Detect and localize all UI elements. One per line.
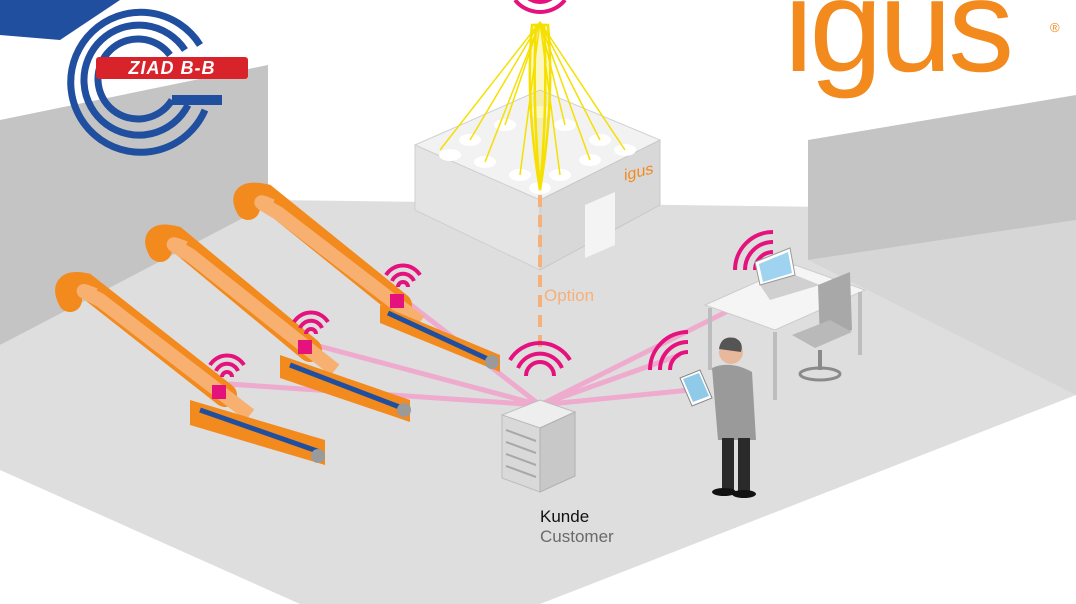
office-chair-icon (792, 272, 852, 382)
wifi-signal-icon (733, 230, 774, 271)
wifi-signal-icon (208, 353, 246, 378)
wifi-signals (208, 0, 774, 378)
ziad-wing (0, 0, 120, 40)
link-person (539, 352, 681, 408)
ziad-logo-text: ZIAD B-B (128, 58, 216, 78)
tablet-icon (679, 369, 713, 407)
laptop-icon (754, 247, 820, 300)
energy-chain-2 (145, 224, 411, 422)
option-label: Option (544, 286, 595, 305)
wifi-signal-icon (384, 263, 422, 288)
server-rack-icon (500, 399, 577, 493)
customer-label: Customer (540, 527, 614, 546)
wifi-signal-icon (508, 341, 572, 377)
link-chain-2 (314, 342, 541, 408)
igus-logo: igus (784, 0, 1014, 99)
energy-chains (55, 182, 500, 465)
ziad-red-band (96, 57, 248, 79)
igus-registered-mark: ® (1050, 20, 1060, 35)
wifi-signal-icon (648, 330, 689, 371)
ziad-logo (0, 0, 248, 156)
wifi-signal-icon (292, 310, 330, 335)
wifi-signal-icon (513, 0, 567, 14)
right-wall (808, 95, 1076, 260)
workstation (703, 247, 867, 400)
energy-chain-3 (233, 182, 500, 372)
floor-edge-right (808, 220, 1076, 395)
kunde-label: Kunde (540, 507, 590, 526)
link-tablet (539, 387, 691, 408)
person-icon (679, 337, 756, 498)
energy-chain-1 (55, 272, 325, 465)
